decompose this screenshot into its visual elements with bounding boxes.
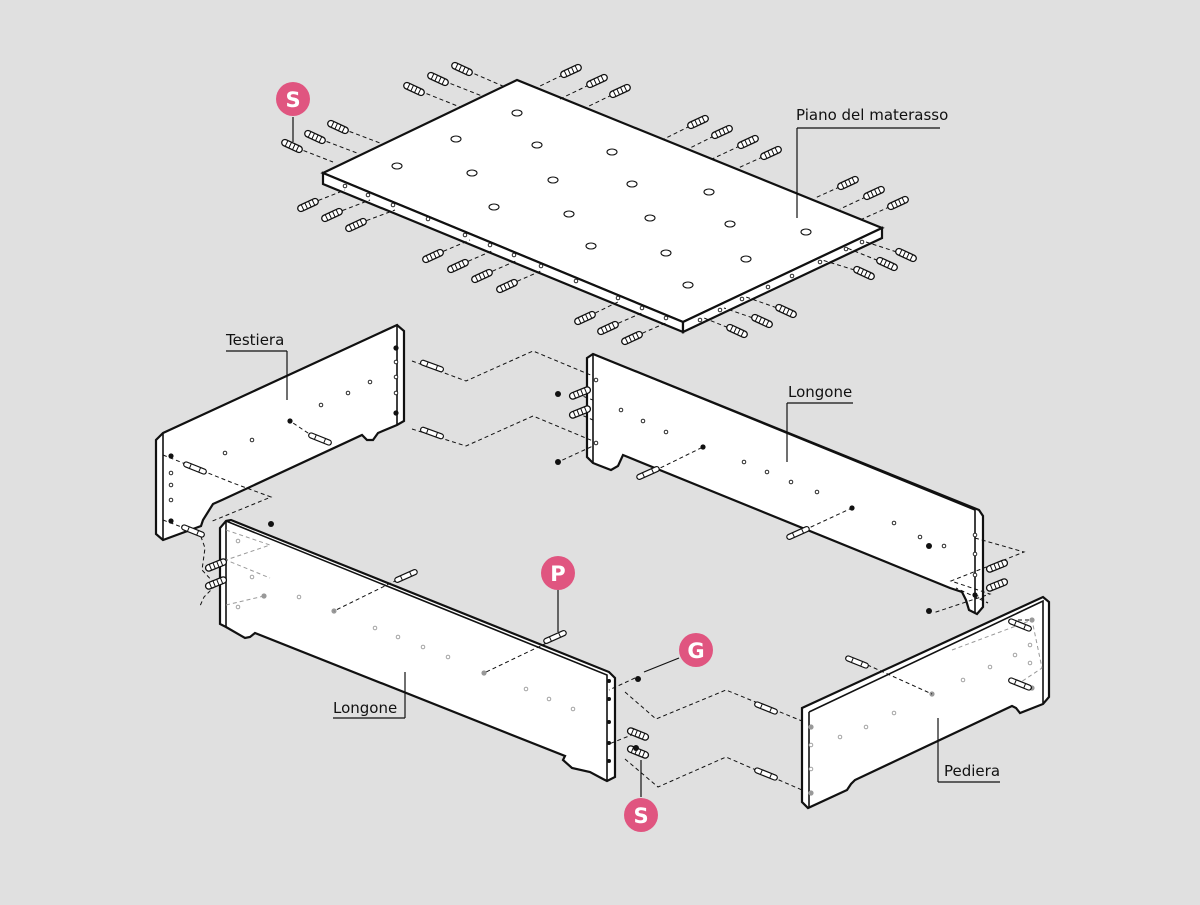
- badge-screw-top: S: [276, 82, 310, 142]
- label-side-rail-left-text: Longone: [333, 699, 397, 717]
- label-headboard-text: Testiera: [225, 331, 284, 349]
- label-footboard-text: Pediera: [944, 762, 1000, 780]
- label-side-rail-left: Longone: [333, 672, 406, 719]
- side-rail-left: [218, 518, 617, 783]
- headboard: [154, 323, 406, 542]
- assembly-guides-light: [224, 529, 1043, 685]
- badge-screw-bottom-text: S: [633, 804, 648, 828]
- label-side-rail-right: Longone: [786, 383, 853, 462]
- badge-pin: P: [541, 556, 575, 632]
- mattress-board: [280, 60, 918, 347]
- grub-screws: [268, 391, 932, 751]
- badge-pin-text: P: [550, 562, 565, 586]
- badge-screw-bottom: S: [624, 760, 658, 832]
- footboard: [800, 595, 1051, 810]
- label-side-rail-right-text: Longone: [788, 383, 852, 401]
- badge-screw-top-text: S: [285, 88, 300, 112]
- badge-grub-text: G: [687, 639, 704, 663]
- label-mattress-board-text: Piano del materasso: [796, 106, 948, 124]
- label-headboard: Testiera: [225, 331, 288, 400]
- label-mattress-board: Piano del materasso: [796, 106, 948, 218]
- side-rail-right: [585, 352, 985, 616]
- label-footboard: Pediera: [937, 718, 1000, 783]
- badge-grub: G: [643, 633, 713, 673]
